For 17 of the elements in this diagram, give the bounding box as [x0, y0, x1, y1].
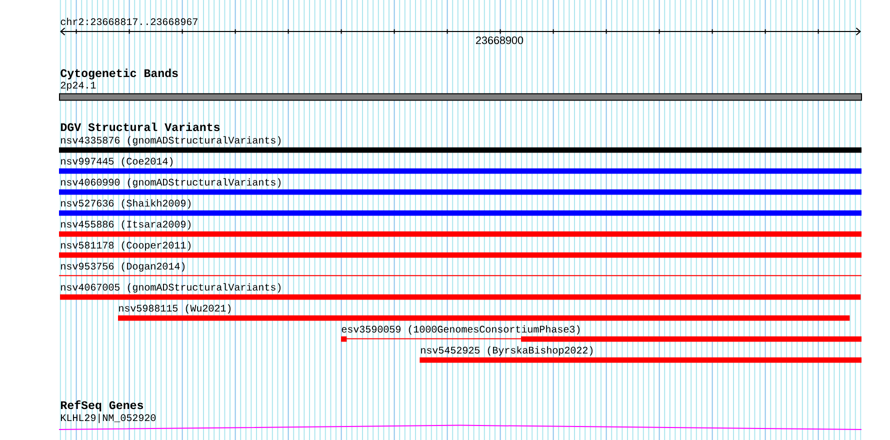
feature-label: nsv4335876 (gnomADStructuralVariants)	[61, 136, 281, 146]
band-label: 2p24.1	[60, 82, 96, 91]
feature-label: nsv581178 (Cooper2011)	[61, 241, 191, 251]
feature-label: nsv5988115 (Wu2021)	[119, 304, 231, 314]
feature-label: nsv455886 (Itsara2009)	[61, 220, 191, 230]
feature-label: nsv5452925 (ByrskaBishop2022)	[421, 346, 593, 356]
feature-label: nsv527636 (Shaikh2009)	[61, 199, 191, 209]
feature-label: nsv997445 (Coe2014)	[61, 157, 173, 167]
position-label: chr2:23668817..23668967	[60, 18, 198, 26]
feature-label: esv3590059 (1000GenomesConsortiumPhase3)	[342, 325, 580, 335]
feature-label: nsv4060990 (gnomADStructuralVariants)	[61, 178, 281, 188]
feature-label: nsv4067005 (gnomADStructuralVariants)	[61, 283, 281, 293]
gene-label: KLHL29|NM_052920	[61, 414, 156, 424]
feature-label: nsv953756 (Dogan2014)	[61, 262, 185, 272]
tick-label: 23668900	[476, 36, 524, 44]
track-title: DGV Structural Variants	[60, 122, 220, 132]
track-title: Cytogenetic Bands	[60, 68, 178, 80]
